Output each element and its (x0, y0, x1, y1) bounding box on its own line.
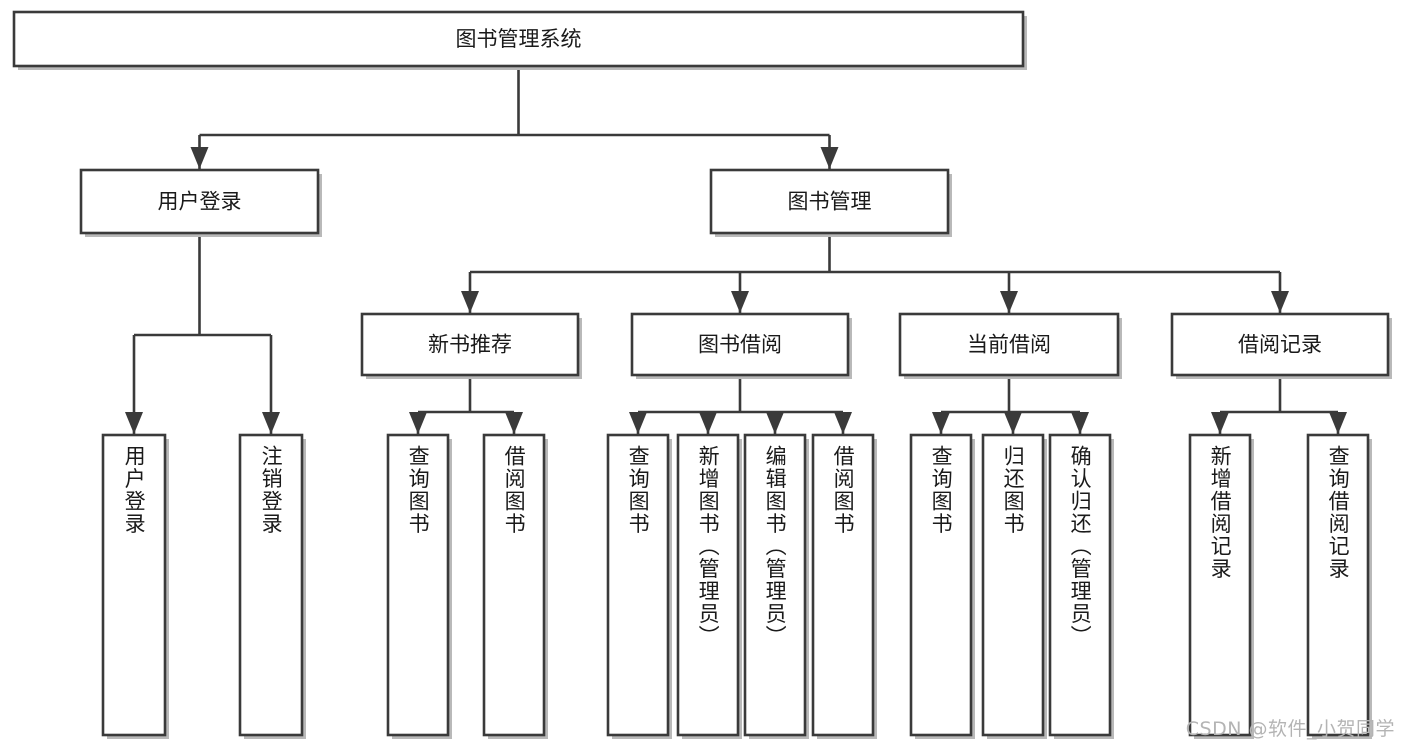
node-box-leaf-add-book[interactable] (676, 433, 740, 737)
node-box-user-login[interactable] (79, 168, 320, 235)
node-label-book-borrow: 图书借阅 (698, 333, 782, 357)
node-box-leaf-return-book[interactable] (981, 433, 1045, 737)
csdn-watermark: CSDN @软件_小贺同学 (1185, 718, 1395, 740)
node-box-leaf-query-record[interactable] (1306, 433, 1370, 737)
node-box-new-book-recommend[interactable] (360, 312, 580, 377)
node-label-current-borrow: 当前借阅 (967, 333, 1051, 357)
node-box-current-borrow[interactable] (898, 312, 1120, 377)
node-box-leaf-logout[interactable] (238, 433, 304, 737)
node-label-book-manage: 图书管理 (788, 190, 872, 214)
node-box-leaf-borrow-book-1[interactable] (482, 433, 546, 737)
edges-layer (125, 66, 1347, 434)
node-box-leaf-query-book-1[interactable] (386, 433, 450, 737)
node-box-leaf-borrow-book-2[interactable] (811, 433, 875, 737)
node-box-leaf-edit-book[interactable] (743, 433, 807, 737)
node-label-new-book-recommend: 新书推荐 (428, 333, 512, 357)
node-box-leaf-confirm-return[interactable] (1048, 433, 1112, 737)
node-box-leaf-add-record[interactable] (1188, 433, 1252, 737)
node-label-user-login: 用户登录 (158, 190, 242, 214)
node-box-root[interactable] (12, 10, 1025, 68)
node-box-borrow-record[interactable] (1170, 312, 1390, 377)
node-label-root: 图书管理系统 (456, 27, 582, 51)
node-box-book-borrow[interactable] (630, 312, 850, 377)
node-box-leaf-user-login[interactable] (101, 433, 167, 737)
node-box-leaf-query-book-2[interactable] (606, 433, 670, 737)
node-box-book-manage[interactable] (709, 168, 950, 235)
node-box-leaf-query-book-3[interactable] (909, 433, 973, 737)
node-label-borrow-record: 借阅记录 (1238, 333, 1322, 357)
